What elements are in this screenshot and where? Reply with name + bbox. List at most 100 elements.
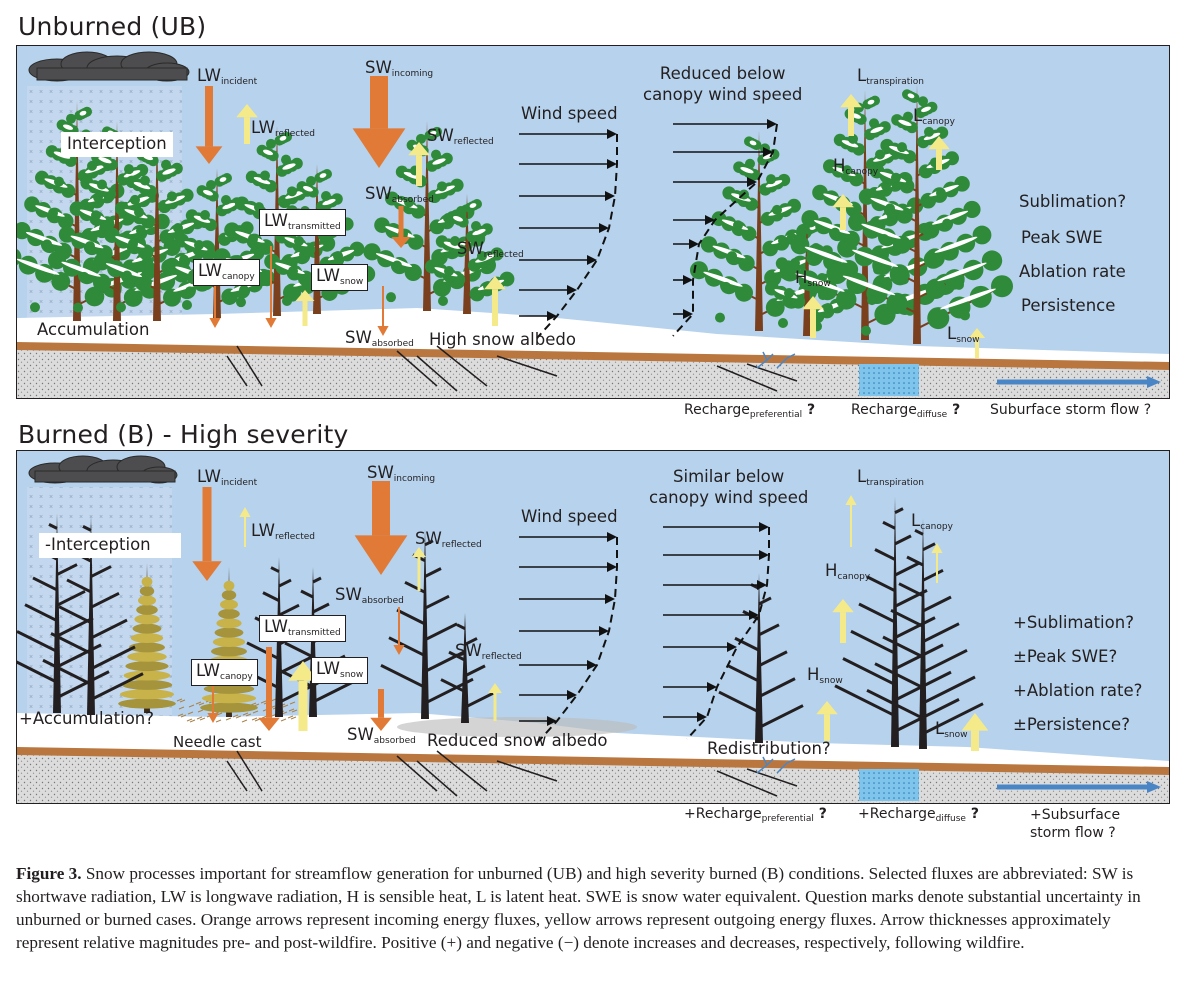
lw-snow-arrow	[295, 290, 315, 326]
sw-reflected-low-arrow	[488, 683, 502, 721]
cloud-icon	[28, 51, 190, 82]
interception-label: -Interception	[39, 533, 181, 558]
h-snow-arrow	[802, 296, 824, 338]
bedrock-fractures	[226, 345, 798, 392]
darkened-snow-surface	[397, 717, 637, 737]
diffuse-recharge-zone	[859, 769, 919, 801]
preferential-flow-roots	[756, 756, 796, 774]
sw-absorbed-top-arrow	[393, 607, 405, 655]
l-transpiration-arrow	[840, 94, 862, 136]
open-wind-profile	[519, 532, 618, 744]
wind-speed-label: Wind speed	[521, 104, 618, 123]
sw-absorbed-low-arrow	[370, 689, 392, 731]
lw-canopy-arrow	[207, 685, 219, 723]
burned-tree	[834, 497, 960, 747]
outcome-peak-swe: ±Peak SWE?	[1013, 647, 1118, 666]
wind-speed-label: Wind speed	[521, 507, 618, 526]
lw-canopy-label: LWcanopy	[193, 259, 260, 286]
unburned-scene: ×	[17, 51, 1169, 398]
outcome-sublimation: +Sublimation?	[1013, 613, 1134, 632]
lw-incident-arrow	[192, 487, 222, 581]
lw-transmitted-label: LWtransmitted	[259, 209, 346, 236]
lw-reflected-label: LWreflected	[251, 118, 315, 139]
outcome-ablation-rate: +Ablation rate?	[1013, 681, 1143, 700]
l-snow-arrow	[968, 328, 986, 358]
l-canopy-label: Lcanopy	[911, 511, 953, 532]
h-canopy-label: Hcanopy	[833, 156, 879, 177]
lw-incident-label: LWincident	[197, 467, 258, 488]
sw-incoming-arrow	[352, 76, 406, 168]
needle-cast-label: Needle cast	[173, 733, 262, 751]
lw-transmitted-label: LWtransmitted	[259, 615, 346, 642]
outcome-sublimation: Sublimation?	[1019, 192, 1127, 211]
scorched-tree	[200, 567, 258, 717]
unburned-panel-title: Unburned (UB)	[18, 12, 207, 41]
lw-transmitted-arrow	[265, 246, 277, 328]
l-snow-label: Lsnow	[947, 324, 980, 345]
lw-incident-arrow	[195, 86, 223, 164]
sw-incoming-arrow	[354, 481, 408, 575]
h-canopy-arrow	[832, 194, 854, 230]
l-transpiration-label: Ltranspiration	[857, 66, 925, 87]
sw-reflected-top-label: SWreflected	[427, 126, 494, 147]
lw-incident-label: LWincident	[197, 66, 258, 87]
l-snow-label: Lsnow	[935, 719, 968, 740]
lw-reflected-arrow	[236, 104, 258, 144]
lw-transmitted-arrow	[258, 647, 280, 731]
h-canopy-arrow	[832, 599, 854, 643]
l-canopy-arrow	[928, 136, 950, 170]
lw-snow-arrow	[288, 661, 318, 731]
sw-absorbed-top-label: SWabsorbed	[365, 184, 434, 205]
lw-canopy-arrow	[209, 286, 221, 328]
wind-profile-curve	[536, 134, 618, 339]
accumulation-label: Accumulation	[37, 320, 150, 339]
h-snow-arrow	[816, 701, 838, 741]
lw-reflected-label: LWreflected	[251, 521, 315, 542]
sw-reflected-low-arrow	[484, 276, 506, 326]
diffuse-recharge-zone	[859, 364, 919, 396]
interception-label: Interception	[61, 132, 173, 157]
accumulation-label: +Accumulation?	[19, 709, 155, 728]
conifer-tree	[264, 164, 376, 314]
subsurface-flow-label: Suburface storm flow ?	[990, 402, 1152, 418]
snow-albedo-label: High snow albedo	[429, 330, 576, 349]
redistribution-label: Redistribution?	[707, 739, 831, 758]
sw-absorbed-top-label: SWabsorbed	[335, 585, 404, 606]
h-snow-label: Hsnow	[807, 665, 843, 686]
lw-snow-label: LWsnow	[311, 657, 369, 684]
figure-label: Figure 3.	[16, 864, 82, 883]
burned-scene	[17, 455, 1169, 803]
lw-canopy-label: LWcanopy	[191, 659, 258, 686]
wind-profile-curve	[686, 527, 770, 740]
sw-reflected-top-arrow	[408, 142, 430, 186]
wind-profile-curve	[536, 537, 618, 744]
l-transpiration-label: Ltranspiration	[857, 467, 925, 488]
l-transpiration-arrow	[845, 495, 857, 547]
burned-tree	[17, 513, 110, 713]
lw-snow-label: LWsnow	[311, 264, 369, 291]
conifer-tree	[826, 84, 1013, 344]
below-canopy-wind-profile	[672, 119, 778, 337]
lw-reflected-arrow	[239, 507, 251, 547]
open-wind-profile	[519, 129, 618, 339]
l-snow-arrow	[961, 713, 989, 751]
recharge-diffuse-label: +Rechargediffuse ?	[858, 806, 979, 824]
sw-reflected-low-label: SWreflected	[455, 641, 522, 662]
burned-tree	[440, 613, 494, 723]
burned-tree	[718, 573, 804, 743]
burned-panel: -Interception +Accumulation? Needle cast…	[16, 450, 1170, 804]
h-canopy-label: Hcanopy	[825, 561, 871, 582]
snow-albedo-label: Reduced snow albedo	[427, 731, 608, 750]
l-canopy-label: Lcanopy	[913, 106, 955, 127]
preferential-flow-roots	[756, 351, 796, 369]
outcome-ablation-rate: Ablation rate	[1019, 262, 1126, 281]
outcome-persistence: Persistence	[1021, 296, 1116, 315]
unburned-panel: ×	[16, 45, 1170, 399]
sw-incoming-label: SWincoming	[367, 463, 436, 484]
outcome-peak-swe: Peak SWE	[1021, 228, 1103, 247]
recharge-preferential-label: +Rechargepreferential ?	[684, 806, 827, 824]
burned-tree	[380, 529, 474, 719]
